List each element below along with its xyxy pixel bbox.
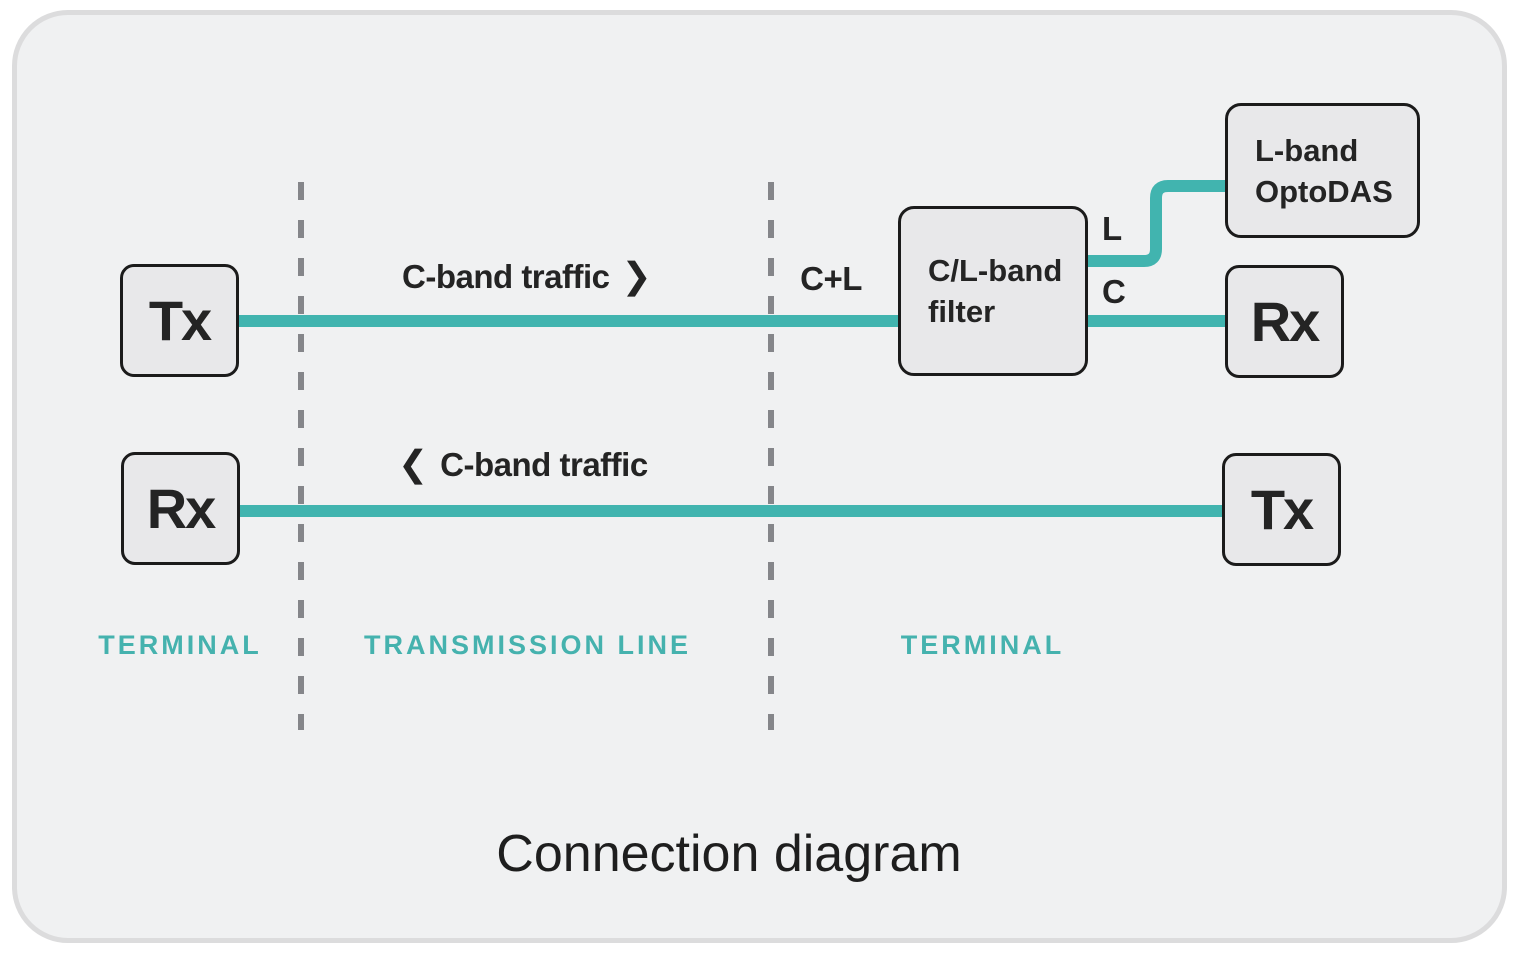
- node-tx-left: Tx: [120, 264, 239, 377]
- arrow-right-icon: ❯: [621, 255, 652, 296]
- node-l-band-optodas-label: L-band OptoDAS: [1255, 130, 1393, 212]
- label-c-band-traffic-forward-text: C-band traffic: [402, 258, 610, 295]
- label-c-band-traffic-forward: C-band traffic ❯: [402, 255, 652, 298]
- label-c-port: C: [1102, 273, 1126, 311]
- node-cl-band-filter-label: C/L-band filter: [928, 250, 1062, 332]
- node-tx-right-label: Tx: [1250, 478, 1314, 541]
- label-c-band-traffic-backward: ❮ C-band traffic: [398, 443, 648, 486]
- label-c-port-text: C: [1102, 273, 1126, 310]
- node-rx-left: Rx: [121, 452, 240, 565]
- fibre-line-bottom-return: [240, 505, 1222, 517]
- node-rx-right: Rx: [1225, 265, 1344, 378]
- node-rx-left-label: Rx: [146, 477, 217, 540]
- node-rx-right-label: Rx: [1250, 290, 1321, 353]
- filter-label-line1: C/L-band: [928, 253, 1063, 288]
- fibre-line-c-band-to-rx: [1086, 315, 1225, 327]
- label-c-band-traffic-backward-text: C-band traffic: [440, 446, 648, 483]
- section-transmission-line: TRANSMISSION LINE: [363, 630, 691, 660]
- fibre-line-l-band-elbow: [1088, 180, 1226, 267]
- node-tx-left-label: Tx: [148, 289, 212, 352]
- node-tx-right: Tx: [1222, 453, 1341, 566]
- optodas-label-line2: OptoDAS: [1255, 173, 1393, 209]
- filter-label-line2: filter: [928, 294, 996, 329]
- optodas-label-line1: L-band: [1255, 132, 1359, 168]
- diagram-title: Connection diagram: [496, 825, 962, 883]
- node-cl-band-filter: C/L-band filter: [898, 206, 1088, 376]
- arrow-left-icon: ❮: [398, 443, 429, 484]
- section-terminal-right: TERMINAL: [900, 630, 1065, 660]
- node-l-band-optodas: L-band OptoDAS: [1225, 103, 1420, 238]
- label-l-port: L: [1102, 210, 1122, 248]
- fibre-line-top-transmission: [239, 315, 899, 327]
- label-c-plus-l-text: C+L: [800, 260, 862, 297]
- label-c-plus-l: C+L: [795, 260, 867, 298]
- section-terminal-left: TERMINAL: [98, 630, 262, 660]
- separator-dashed-right: [768, 182, 774, 730]
- separator-dashed-left: [298, 182, 304, 730]
- label-l-port-text: L: [1102, 210, 1122, 247]
